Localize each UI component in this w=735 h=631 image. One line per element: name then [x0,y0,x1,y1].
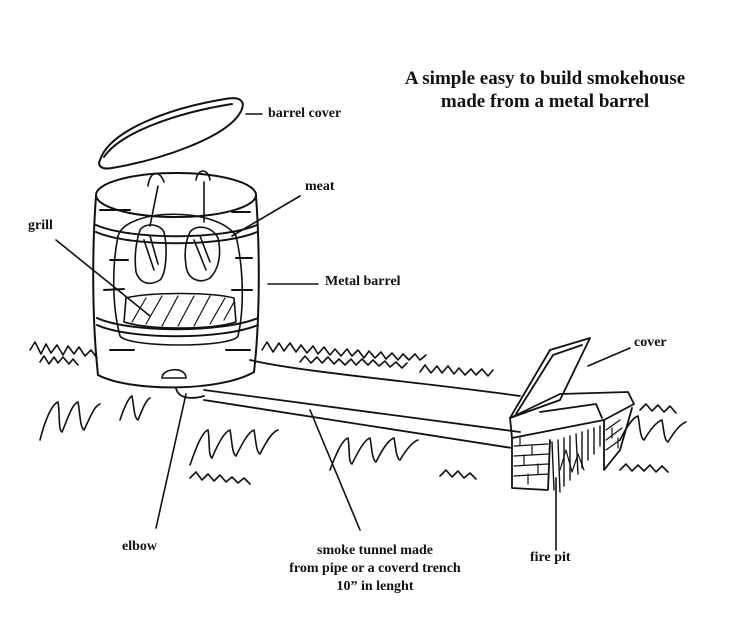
leader-lines [56,114,630,550]
label-cover: cover [634,335,667,350]
metal-barrel-drawing [93,173,259,387]
label-grill: grill [28,218,53,233]
label-fire-pit: fire pit [530,550,571,565]
label-smoke-tunnel: smoke tunnel made from pipe or a coverd … [250,542,500,596]
label-metal-barrel: Metal barrel [325,274,401,289]
meat-drawing [135,171,219,283]
label-elbow: elbow [122,539,157,554]
diagram-title: A simple easy to build smokehouse made f… [365,67,725,113]
ground-scribbles [30,342,686,484]
smoke-tunnel-line-1: smoke tunnel made [317,543,433,558]
fire-pit-drawing [510,392,634,492]
label-meat: meat [305,179,335,194]
title-line-2: made from a metal barrel [440,91,650,112]
barrel-cover-drawing [99,98,243,168]
smoke-tunnel-line-3: 10” in lenght [336,579,414,594]
title-line-1: A simple easy to build smokehouse [404,68,686,89]
label-barrel-cover: barrel cover [268,106,342,121]
fire-pit-cover-drawing [510,338,590,418]
smoke-tunnel-drawing [176,360,520,448]
smoke-tunnel-line-2: from pipe or a coverd trench [289,561,461,576]
